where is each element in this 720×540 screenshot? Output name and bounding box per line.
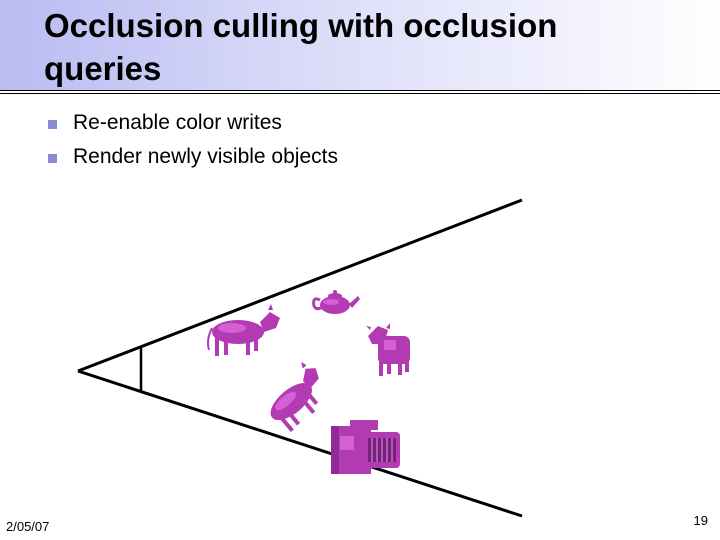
frustum-top-edge	[77, 198, 523, 373]
frustum-bottom-edge	[77, 369, 523, 518]
bullet-item: Render newly visible objects	[48, 140, 338, 174]
title-banner: Occlusion culling with occlusion queries	[0, 0, 720, 90]
title-divider	[0, 90, 720, 91]
bullet-text: Render newly visible objects	[73, 145, 338, 168]
cow-icon	[207, 304, 280, 356]
bullet-item: Re-enable color writes	[48, 106, 338, 140]
bullet-list: Re-enable color writes Render newly visi…	[48, 106, 338, 174]
bullet-square-icon	[48, 120, 57, 129]
slide-title: Occlusion culling with occlusion queries	[44, 4, 557, 90]
slide-date: 2/05/07	[6, 519, 50, 534]
title-divider-secondary	[0, 93, 720, 94]
bullet-square-icon	[48, 154, 57, 163]
cow-icon	[366, 323, 410, 376]
page-number: 19	[693, 513, 708, 528]
bullet-text: Re-enable color writes	[73, 111, 282, 134]
title-line-2: queries	[44, 50, 162, 87]
cow-icon	[270, 361, 319, 433]
camera-icon	[331, 420, 400, 474]
title-line-1: Occlusion culling with occlusion	[44, 7, 558, 44]
teapot-icon	[312, 290, 360, 314]
